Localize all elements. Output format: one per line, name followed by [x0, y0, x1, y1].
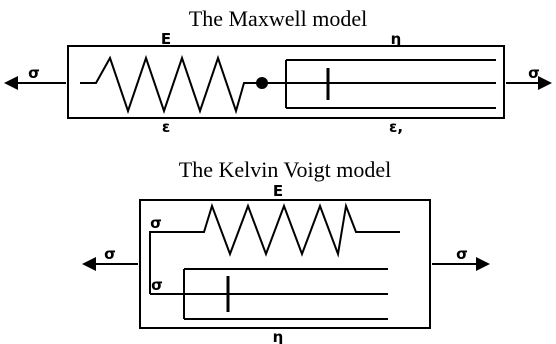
maxwell-spring — [80, 54, 262, 115]
kelvin-voigt-dashpot-label: η — [273, 328, 284, 344]
maxwell-dashpot-label: η — [391, 30, 402, 48]
maxwell-spring-label: E — [161, 30, 171, 48]
maxwell-dashpot-strain-label: ε, — [389, 118, 403, 136]
kelvin-voigt-spring — [149, 202, 400, 294]
kelvin-voigt-model: The Kelvin Voigt model E η σ σ σ σ — [82, 157, 490, 344]
maxwell-stress-right-label: σ — [528, 64, 540, 82]
maxwell-model: The Maxwell model E η ε ε, σ — [4, 6, 552, 136]
maxwell-dashpot — [285, 59, 496, 109]
kelvin-voigt-left-arrow — [82, 257, 138, 271]
maxwell-title: The Maxwell model — [189, 6, 367, 31]
maxwell-stress-left-label: σ — [28, 64, 40, 82]
kelvin-voigt-inner-stress-top-label: σ — [150, 214, 162, 232]
kelvin-voigt-spring-label: E — [273, 182, 283, 200]
kelvin-voigt-inner-stress-bottom-label: σ — [151, 276, 163, 294]
kelvin-voigt-stress-left-label: σ — [104, 245, 116, 263]
maxwell-right-arrow — [506, 76, 552, 90]
maxwell-spring-strain-label: ε — [162, 118, 170, 136]
kelvin-voigt-frame — [139, 199, 431, 329]
maxwell-frame — [67, 45, 505, 119]
kelvin-voigt-right-arrow — [432, 257, 490, 271]
kelvin-voigt-stress-right-label: σ — [456, 245, 468, 263]
kelvin-voigt-title: The Kelvin Voigt model — [179, 157, 391, 182]
maxwell-left-arrow — [4, 76, 66, 90]
kelvin-voigt-dashpot — [150, 268, 388, 320]
